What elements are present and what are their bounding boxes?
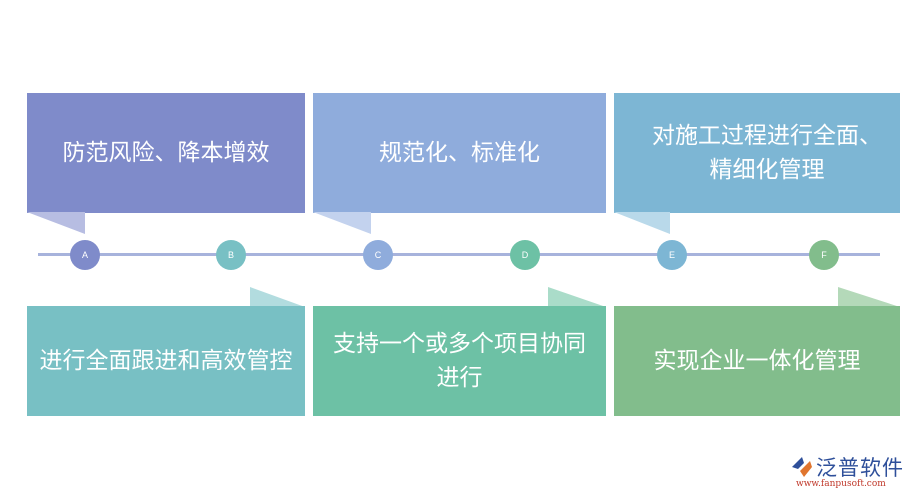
card-c: 对施工过程进行全面、精细化管理 xyxy=(614,93,900,213)
card-d-text: 进行全面跟进和高效管控 xyxy=(39,348,293,374)
node-f-label: F xyxy=(821,250,827,260)
card-f: 实现企业一体化管理 xyxy=(614,306,900,416)
card-a-text: 防范风险、降本增效 xyxy=(62,140,270,166)
card-f-tail xyxy=(838,287,900,307)
logo-url: www.fanpusoft.com xyxy=(796,479,886,489)
card-f-text: 实现企业一体化管理 xyxy=(653,348,861,374)
fanpu-logo-icon xyxy=(792,457,812,477)
node-e-label: E xyxy=(668,250,675,260)
card-a: 防范风险、降本增效 xyxy=(27,93,305,213)
timeline-line xyxy=(38,253,880,256)
card-b-tail xyxy=(313,212,371,234)
timeline-node-f: F xyxy=(809,240,839,270)
timeline-node-a: A xyxy=(70,240,100,270)
card-e-text: 支持一个或多个项目协同进行 xyxy=(333,331,586,391)
node-c-label: C xyxy=(374,250,382,260)
logo-name: 泛普软件 xyxy=(816,456,904,480)
timeline-node-d: D xyxy=(510,240,540,270)
node-b-label: B xyxy=(227,250,234,260)
card-c-tail xyxy=(614,212,670,234)
card-a-tail xyxy=(27,212,85,234)
card-c-text: 对施工过程进行全面、精细化管理 xyxy=(652,123,882,183)
card-b: 规范化、标准化 xyxy=(313,93,606,213)
timeline-node-b: B xyxy=(216,240,246,270)
timeline-node-e: E xyxy=(657,240,687,270)
node-d-label: D xyxy=(521,250,529,260)
card-b-text: 规范化、标准化 xyxy=(379,140,540,166)
card-e: 支持一个或多个项目协同进行 xyxy=(313,306,606,416)
card-e-tail xyxy=(548,287,606,307)
card-d-tail xyxy=(250,287,305,307)
node-a-label: A xyxy=(81,250,88,260)
timeline-node-c: C xyxy=(363,240,393,270)
card-d: 进行全面跟进和高效管控 xyxy=(27,306,305,416)
fanpu-logo: 泛普软件 www.fanpusoft.com xyxy=(790,452,915,492)
